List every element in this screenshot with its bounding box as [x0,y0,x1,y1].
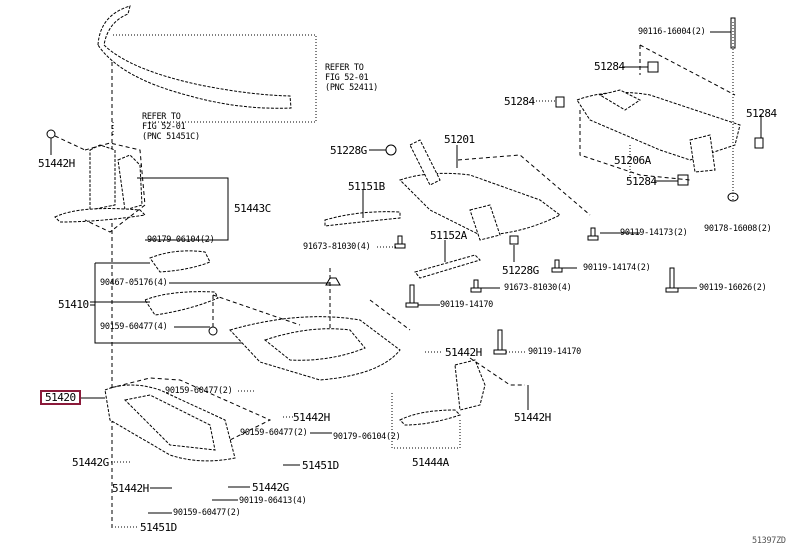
ref-line: (PNC 52411) [325,83,378,93]
label-51442h-a[interactable]: 51442H [38,157,75,170]
label-91673-81030-a[interactable]: 91673-81030(4) [303,242,371,252]
label-91673-81030-b[interactable]: 91673-81030(4) [504,283,572,293]
label-51442h-e[interactable]: 51442H [112,482,149,495]
label-51284-d[interactable]: 51284 [626,175,657,188]
reference-note-bumper: REFER TO FIG 52-01 (PNC 52411) [325,63,378,93]
bracket-51444a-part [391,357,525,449]
clip-51442h-top [46,129,86,155]
label-90178-16008[interactable]: 90178-16008(2) [704,224,772,234]
label-90119-14173[interactable]: 90119-14173(2) [620,228,688,238]
label-51206a[interactable]: 51206A [614,154,651,167]
label-51451d-b[interactable]: 51451D [140,521,177,534]
label-90119-14174[interactable]: 90119-14174(2) [583,263,651,273]
label-51284-a[interactable]: 51284 [594,60,625,73]
label-51228g-b[interactable]: 51228G [502,264,539,277]
label-51201[interactable]: 51201 [444,133,475,146]
leader-lines [80,31,762,528]
label-51152a[interactable]: 51152A [430,229,467,242]
bracket-51443c-part [54,142,229,241]
clip-51284-a [647,61,659,73]
label-90159-60477-d[interactable]: 90159-60477(2) [173,508,241,518]
label-51442g-b[interactable]: 51442G [252,481,289,494]
label-90179-06104-b[interactable]: 90179-06104(2) [333,432,401,442]
bar-51151b-part [324,211,401,227]
subframe-51206a-part [576,22,741,200]
clip-90159-60477-a [208,326,218,336]
bolt-90119-14174 [551,259,563,273]
figure-id: 51397ZD [752,536,786,546]
clip-51228g-a [385,144,397,156]
crossmember-51201-part [399,139,591,241]
label-90119-16026[interactable]: 90119-16026(2) [699,283,767,293]
label-90159-60477-b[interactable]: 90159-60477(2) [165,386,233,396]
label-90119-14170-b[interactable]: 90119-14170 [528,347,581,357]
label-90159-60477-a[interactable]: 90159-60477(4) [100,322,168,332]
label-51442h-c[interactable]: 51442H [293,411,330,424]
bumper-reinforcement-part [97,5,292,109]
ref-line: FIG 52-01 [325,73,369,83]
label-51442h-d[interactable]: 51442H [514,411,551,424]
refer-bracket-1 [113,34,317,123]
label-90159-60477-c[interactable]: 90159-60477(2) [240,428,308,438]
nut-90467-05176 [325,277,341,286]
ref-line: REFER TO [142,112,181,122]
label-90467-05176[interactable]: 90467-05176(4) [100,278,168,288]
clip-51284-c [754,137,764,149]
clip-51284-d [677,174,689,186]
clip-51284-b [555,96,565,108]
label-51420-highlighted[interactable]: 51420 [40,390,81,405]
label-51451d-a[interactable]: 51451D [302,459,339,472]
label-51443c[interactable]: 51443C [234,202,271,215]
clip-51228g-b [509,235,519,245]
bolt-90119-14173 [587,227,599,241]
reference-note-clip: REFER TO FIG 52-01 (PNC 51451C) [142,112,200,142]
under-cover-center-part [212,268,411,381]
bolt-91673-81030-a [394,235,406,249]
bolt-91673-81030-b [470,279,482,293]
ref-line: FIG 52-01 [142,122,186,132]
label-51442h-b[interactable]: 51442H [445,346,482,359]
label-51284-b[interactable]: 51284 [504,95,535,108]
label-51442g-a[interactable]: 51442G [72,456,109,469]
bolt-90119-16026 [665,267,679,293]
label-90119-14170-a[interactable]: 90119-14170 [440,300,493,310]
bolt-90119-14170-b [493,329,507,355]
bolt-90119-14170-a [405,284,419,308]
label-51228g-a[interactable]: 51228G [330,144,367,157]
label-51444a[interactable]: 51444A [412,456,449,469]
label-90116-16004[interactable]: 90116-16004(2) [638,27,706,37]
bar-51152a-part [414,254,481,279]
under-cover-51420-part [104,377,272,462]
label-51284-c[interactable]: 51284 [746,107,777,120]
nut-90178-16008 [727,192,739,202]
bolt-90116-16004 [730,17,736,49]
label-90179-06104-a[interactable]: 90179-06104(2) [147,235,215,245]
label-51151b[interactable]: 51151B [348,180,385,193]
ref-line: (PNC 51451C) [142,132,200,142]
label-90119-06413[interactable]: 90119-06413(4) [239,496,307,506]
ref-line: REFER TO [325,63,364,73]
label-51410[interactable]: 51410 [58,298,89,311]
plate-51410-part [90,250,255,344]
